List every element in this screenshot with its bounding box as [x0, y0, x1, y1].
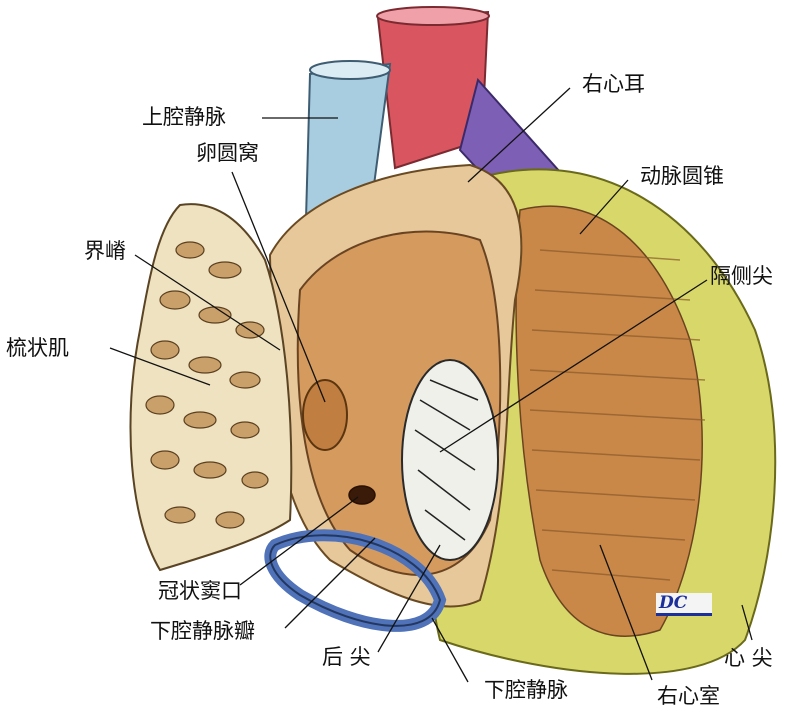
leader-coronary-sinus [239, 496, 359, 586]
leader-conus [579, 179, 629, 235]
leader-right-ventricle [599, 544, 653, 681]
label-apex: 心 尖 [724, 646, 773, 670]
ventricle-striations [529, 249, 706, 581]
label-septal-cusp: 隔侧尖 [710, 264, 773, 288]
leader-lines [109, 87, 753, 683]
label-ivc-valve: 下腔静脉瓣 [150, 619, 255, 643]
leader-fossa-ovalis [231, 171, 326, 403]
chordae-tendineae [414, 379, 479, 541]
fossa-ovalis-shape [302, 379, 348, 451]
label-conus-arteriosus: 动脉圆锥 [640, 164, 724, 188]
svc-opening [309, 60, 391, 80]
leader-ivc-valve [284, 537, 376, 629]
label-posterior-cusp: 后 尖 [322, 645, 371, 669]
leader-septal-cusp [439, 279, 708, 453]
watermark-logo: DC [656, 593, 712, 616]
inferior-vena-cava-ring-outline [269, 534, 442, 627]
label-inferior-vena-cava: 下腔静脉 [484, 678, 568, 702]
pectinate-muscle-pattern [145, 241, 269, 529]
label-superior-vena-cava: 上腔静脉 [142, 105, 226, 129]
tricuspid-orifice [401, 359, 499, 561]
leader-pectinate [109, 347, 211, 386]
leader-crista-terminalis [134, 254, 281, 351]
leader-apex [741, 604, 753, 641]
label-pectinate-muscles: 梳状肌 [6, 336, 69, 360]
label-crista-terminalis: 界嵴 [84, 239, 126, 263]
aorta-opening [376, 6, 490, 26]
watermark-text: DC [659, 593, 688, 613]
label-fossa-ovalis: 卵圆窝 [196, 141, 259, 165]
leader-right-auricle [467, 87, 571, 183]
label-coronary-sinus-orifice: 冠状窦口 [158, 579, 242, 603]
label-right-ventricle: 右心室 [657, 684, 720, 708]
label-right-auricle: 右心耳 [582, 72, 645, 96]
leader-ivc [431, 617, 469, 683]
leader-posterior-cusp [377, 544, 441, 653]
